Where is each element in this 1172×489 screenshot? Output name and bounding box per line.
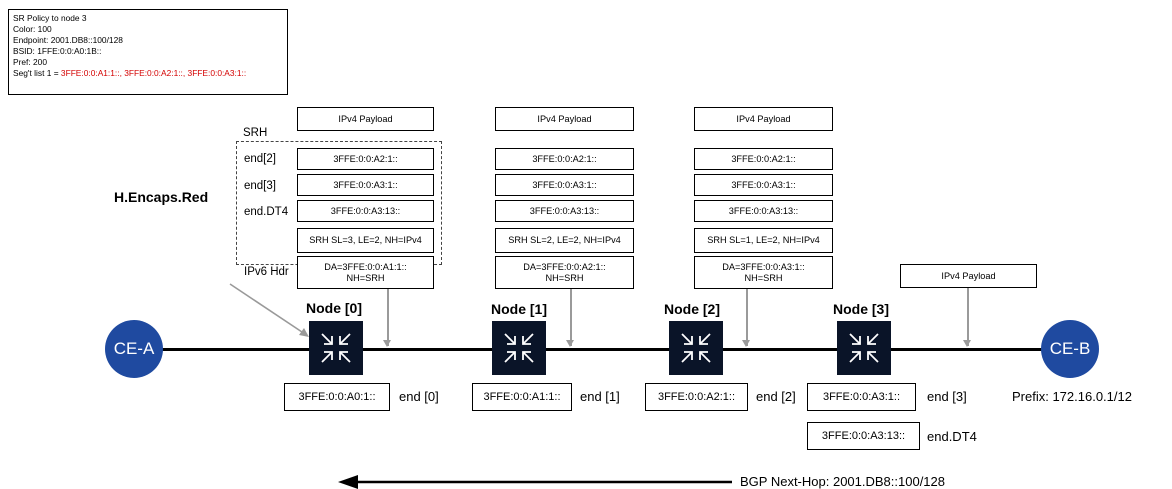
ce-b-node: CE-B bbox=[1041, 320, 1099, 378]
sid-box: 3FFE:0:0:A1:1:: bbox=[472, 383, 572, 411]
sr-policy-box: SR Policy to node 3 Color: 100 Endpoint:… bbox=[8, 9, 288, 95]
segment-box: 3FFE:0:0:A2:1:: bbox=[297, 148, 434, 170]
end2-label: end[2] bbox=[244, 153, 276, 165]
nh-text: NH=SRH bbox=[744, 272, 783, 283]
sid-box: 3FFE:0:0:A3:1:: bbox=[807, 383, 916, 411]
down-arrow bbox=[384, 289, 390, 347]
seglist-value: 3FFE:0:0:A1:1::, 3FFE:0:0:A2:1::, 3FFE:0… bbox=[60, 67, 247, 78]
policy-line: BSID: 1FFE:0:0:A0:1B:: bbox=[13, 45, 102, 56]
enddt4-label: end.DT4 bbox=[244, 206, 289, 218]
router-node bbox=[309, 321, 363, 375]
ipv6-header-box: DA=3FFE:0:0:A3:1:: NH=SRH bbox=[694, 256, 833, 289]
srh-label: SRH bbox=[243, 127, 268, 139]
payload-box: IPv4 Payload bbox=[297, 107, 434, 131]
policy-line: Color: 100 bbox=[13, 23, 52, 34]
nh-text: NH=SRH bbox=[545, 272, 584, 283]
encap-label: H.Encaps.Red bbox=[114, 189, 209, 205]
segment-box: 3FFE:0:0:A3:13:: bbox=[495, 200, 634, 222]
end-label: end [3] bbox=[927, 389, 967, 404]
router-node bbox=[669, 321, 723, 375]
segment-box: 3FFE:0:0:A3:1:: bbox=[495, 174, 634, 196]
down-arrow bbox=[743, 289, 749, 347]
policy-seglist: Seg't list 1 = 3FFE:0:0:A1:1::, 3FFE:0:0… bbox=[13, 68, 283, 79]
bgp-next-hop-label: BGP Next-Hop: 2001.DB8::100/128 bbox=[740, 474, 945, 489]
segment-box: 3FFE:0:0:A3:13:: bbox=[297, 200, 434, 222]
ipv6-header-box: DA=3FFE:0:0:A2:1:: NH=SRH bbox=[495, 256, 634, 289]
router-node bbox=[492, 321, 546, 375]
policy-line: Endpoint: 2001.DB8::100/128 bbox=[13, 34, 123, 45]
router-arrows-icon bbox=[849, 333, 879, 363]
ipv6-hdr-label: IPv6 Hdr bbox=[244, 266, 289, 278]
segment-box: 3FFE:0:0:A3:1:: bbox=[297, 174, 434, 196]
prefix-label: Prefix: 172.16.0.1/12 bbox=[1012, 389, 1132, 404]
payload-box: IPv4 Payload bbox=[495, 107, 634, 131]
ipv6-header-box: DA=3FFE:0:0:A1:1:: NH=SRH bbox=[297, 256, 434, 289]
segment-box: 3FFE:0:0:A3:1:: bbox=[694, 174, 833, 196]
da-text: DA=3FFE:0:0:A1:1:: bbox=[324, 261, 407, 272]
da-text: DA=3FFE:0:0:A3:1:: bbox=[722, 261, 805, 272]
payload-box: IPv4 Payload bbox=[694, 107, 833, 131]
node-label: Node [3] bbox=[833, 301, 889, 317]
segment-box: 3FFE:0:0:A2:1:: bbox=[694, 148, 833, 170]
router-arrows-icon bbox=[321, 333, 351, 363]
da-text: DA=3FFE:0:0:A2:1:: bbox=[523, 261, 606, 272]
seglist-prefix: Seg't list 1 = bbox=[13, 67, 61, 78]
link-line bbox=[133, 348, 1081, 351]
policy-line: SR Policy to node 3 bbox=[13, 13, 87, 23]
node-label: Node [2] bbox=[664, 301, 720, 317]
segment-box: 3FFE:0:0:A3:13:: bbox=[694, 200, 833, 222]
srh-header-box: SRH SL=3, LE=2, NH=IPv4 bbox=[297, 228, 434, 253]
payload-box: IPv4 Payload bbox=[900, 264, 1037, 288]
node-label: Node [1] bbox=[491, 301, 547, 317]
node-label: Node [0] bbox=[306, 300, 362, 316]
end-label: end [2] bbox=[756, 389, 796, 404]
srh-header-box: SRH SL=2, LE=2, NH=IPv4 bbox=[495, 228, 634, 253]
end3-label: end[3] bbox=[244, 180, 276, 192]
router-node bbox=[837, 321, 891, 375]
sid-box: 3FFE:0:0:A0:1:: bbox=[284, 383, 390, 411]
sid-box: 3FFE:0:0:A2:1:: bbox=[645, 383, 748, 411]
end-label: end [1] bbox=[580, 389, 620, 404]
srh-header-box: SRH SL=1, LE=2, NH=IPv4 bbox=[694, 228, 833, 253]
end-label: end.DT4 bbox=[927, 429, 977, 444]
segment-box: 3FFE:0:0:A2:1:: bbox=[495, 148, 634, 170]
down-arrow bbox=[964, 288, 970, 347]
policy-line: Pref: 200 bbox=[13, 56, 47, 67]
ce-a-node: CE-A bbox=[105, 320, 163, 378]
end-label: end [0] bbox=[399, 389, 439, 404]
nh-text: NH=SRH bbox=[346, 272, 385, 283]
router-arrows-icon bbox=[504, 333, 534, 363]
down-arrow bbox=[567, 289, 573, 347]
sid-box: 3FFE:0:0:A3:13:: bbox=[807, 422, 920, 450]
router-arrows-icon bbox=[681, 333, 711, 363]
